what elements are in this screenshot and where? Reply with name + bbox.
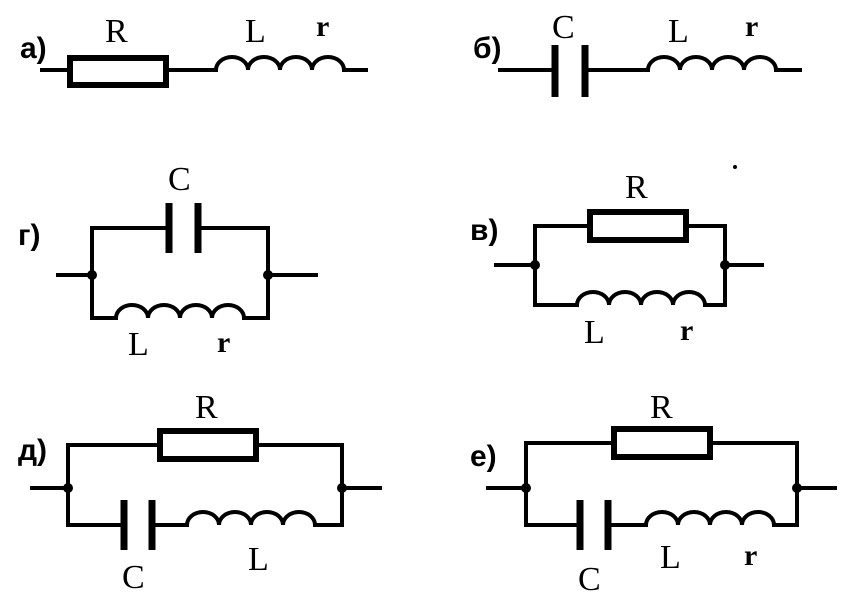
circuit-d-label-r-upper: R	[195, 389, 218, 426]
circuit-a: а) R L r	[20, 10, 368, 88]
circuit-a-resistor	[67, 55, 169, 88]
circuit-b-label-l: L	[668, 13, 689, 50]
circuit-b-tag: б)	[473, 32, 502, 65]
circuit-e-label-c: C	[578, 561, 601, 596]
circuit-a-label-r-upper: R	[105, 13, 128, 50]
circuit-g-wire-bottom-left	[90, 273, 118, 320]
circuit-e-wire-bottom-right	[772, 486, 799, 527]
stray-dot	[733, 165, 737, 169]
circuit-g-label-r-lower: r	[217, 326, 230, 359]
circuit-v-resistor	[587, 209, 689, 243]
circuit-d-wire-bottom-right	[313, 486, 344, 527]
circuit-d-node-right	[337, 483, 347, 493]
circuit-d: д) R C L	[18, 389, 382, 596]
circuit-e-resistor	[611, 426, 713, 460]
circuit-g-label-c: C	[168, 161, 191, 198]
circuit-e-node-left	[521, 483, 531, 493]
circuit-e-tag: е)	[470, 440, 497, 473]
circuit-a-label-r-lower: r	[316, 10, 329, 43]
circuit-g: г) C L r	[18, 161, 318, 363]
circuit-e-wire-top-left	[524, 441, 616, 490]
circuit-b-label-r-lower: r	[745, 10, 758, 43]
circuit-d-label-c: C	[122, 559, 145, 596]
circuit-d-wire-bottom-left	[66, 486, 123, 527]
circuit-v-label-r-lower: r	[680, 314, 693, 347]
circuit-v-tag: в)	[470, 214, 498, 247]
circuit-v-label-l: L	[584, 314, 605, 351]
circuit-e-label-r-upper: R	[650, 389, 673, 426]
circuit-b-label-c: C	[552, 9, 575, 46]
circuit-e-inductor	[644, 510, 776, 526]
circuit-d-wire-top-left	[66, 443, 162, 490]
circuit-v-node-left	[530, 260, 540, 270]
circuit-e-label-l: L	[660, 539, 681, 576]
circuit-a-inductor	[214, 55, 346, 71]
circuit-v-wire-bottom-left	[533, 263, 579, 307]
circuit-v-label-r-upper: R	[625, 169, 648, 206]
circuit-v-wire-top-right	[684, 224, 727, 267]
circuit-e-node-right	[792, 483, 802, 493]
circuit-g-wire-top-right	[199, 226, 270, 277]
circuit-a-label-l: L	[245, 13, 266, 50]
circuit-d-node-left	[63, 483, 73, 493]
circuit-d-wire-top-right	[254, 443, 344, 490]
circuit-g-node-right	[263, 270, 273, 280]
circuit-d-inductor	[185, 510, 317, 526]
circuit-g-wire-top-left	[90, 226, 168, 277]
circuit-g-label-l: L	[128, 326, 149, 363]
circuit-e: е) R C L r	[470, 389, 837, 596]
circuit-e-label-r-lower: r	[744, 539, 757, 572]
circuit-v: в) R L r	[470, 169, 764, 351]
circuit-d-resistor	[157, 428, 259, 462]
circuit-d-label-l: L	[248, 541, 269, 578]
circuit-g-tag: г)	[18, 219, 41, 252]
circuit-g-inductor	[114, 303, 246, 319]
circuit-v-wire-bottom-right	[703, 263, 727, 307]
circuit-g-node-left	[87, 270, 97, 280]
circuit-g-wire-bottom-right	[242, 273, 270, 320]
circuit-v-node-right	[720, 260, 730, 270]
circuit-a-tag: а)	[20, 32, 47, 65]
circuit-e-wire-top-right	[708, 441, 799, 490]
circuit-v-inductor	[575, 290, 707, 306]
circuit-v-wire-top-left	[533, 224, 592, 267]
circuit-d-tag: д)	[18, 434, 47, 467]
circuit-b-inductor	[646, 55, 778, 71]
circuit-b: б) C L r	[473, 9, 802, 97]
circuit-e-wire-bottom-left	[524, 486, 579, 527]
